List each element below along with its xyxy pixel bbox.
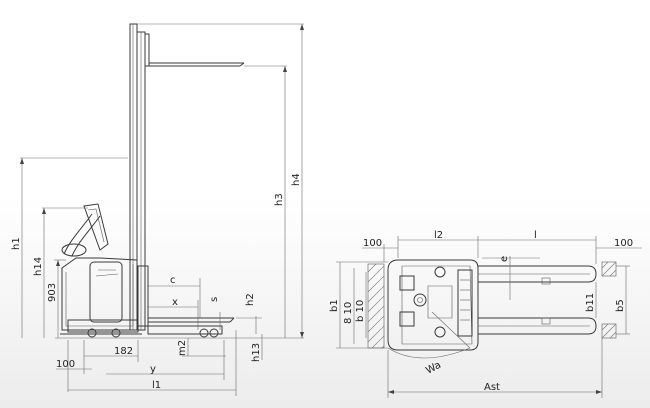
label-h2: h2 xyxy=(245,293,256,306)
left-wall-hatch xyxy=(367,263,385,349)
label-l1: l1 xyxy=(152,380,161,391)
label-h3: h3 xyxy=(274,193,285,206)
label-h4: h4 xyxy=(291,173,302,186)
label-h13: h13 xyxy=(251,343,262,362)
label-b10-b: b 10 xyxy=(355,300,366,322)
label-100-side: 100 xyxy=(56,359,75,370)
label-m2: m2 xyxy=(177,340,188,356)
tiller xyxy=(61,203,109,257)
right-pallet-hatch xyxy=(601,261,617,339)
turning-arc xyxy=(387,347,471,359)
label-l2: l2 xyxy=(434,230,443,241)
label-c: c xyxy=(170,275,176,286)
label-Wa: Wa xyxy=(424,360,443,377)
label-e: e xyxy=(499,256,510,262)
label-b1: b1 xyxy=(329,299,340,312)
label-100-top-right: 100 xyxy=(614,238,633,249)
top-view: 100 l2 l 100 e b1 8 10 b 10 b11 b5 Wa As… xyxy=(329,230,642,398)
label-903: 903 xyxy=(47,283,58,302)
forks-top xyxy=(478,265,597,335)
label-182: 182 xyxy=(114,346,133,357)
label-h1: h1 xyxy=(11,237,22,250)
raised-fork xyxy=(144,33,245,67)
label-y: y xyxy=(150,364,156,375)
truck-body-top xyxy=(387,259,479,351)
lowered-forks xyxy=(137,265,235,338)
label-b11: b11 xyxy=(585,293,596,312)
label-x: x xyxy=(172,297,178,308)
label-100-top-left: 100 xyxy=(363,238,382,249)
label-s: s xyxy=(209,297,220,302)
label-b5: b5 xyxy=(615,299,626,312)
side-view: h4 h3 h1 h14 903 c x s h2 m2 h13 182 100… xyxy=(11,23,304,396)
label-Ast: Ast xyxy=(484,382,500,393)
label-h14: h14 xyxy=(33,257,44,276)
label-b10-a: 8 10 xyxy=(343,302,354,324)
label-l: l xyxy=(534,230,537,241)
